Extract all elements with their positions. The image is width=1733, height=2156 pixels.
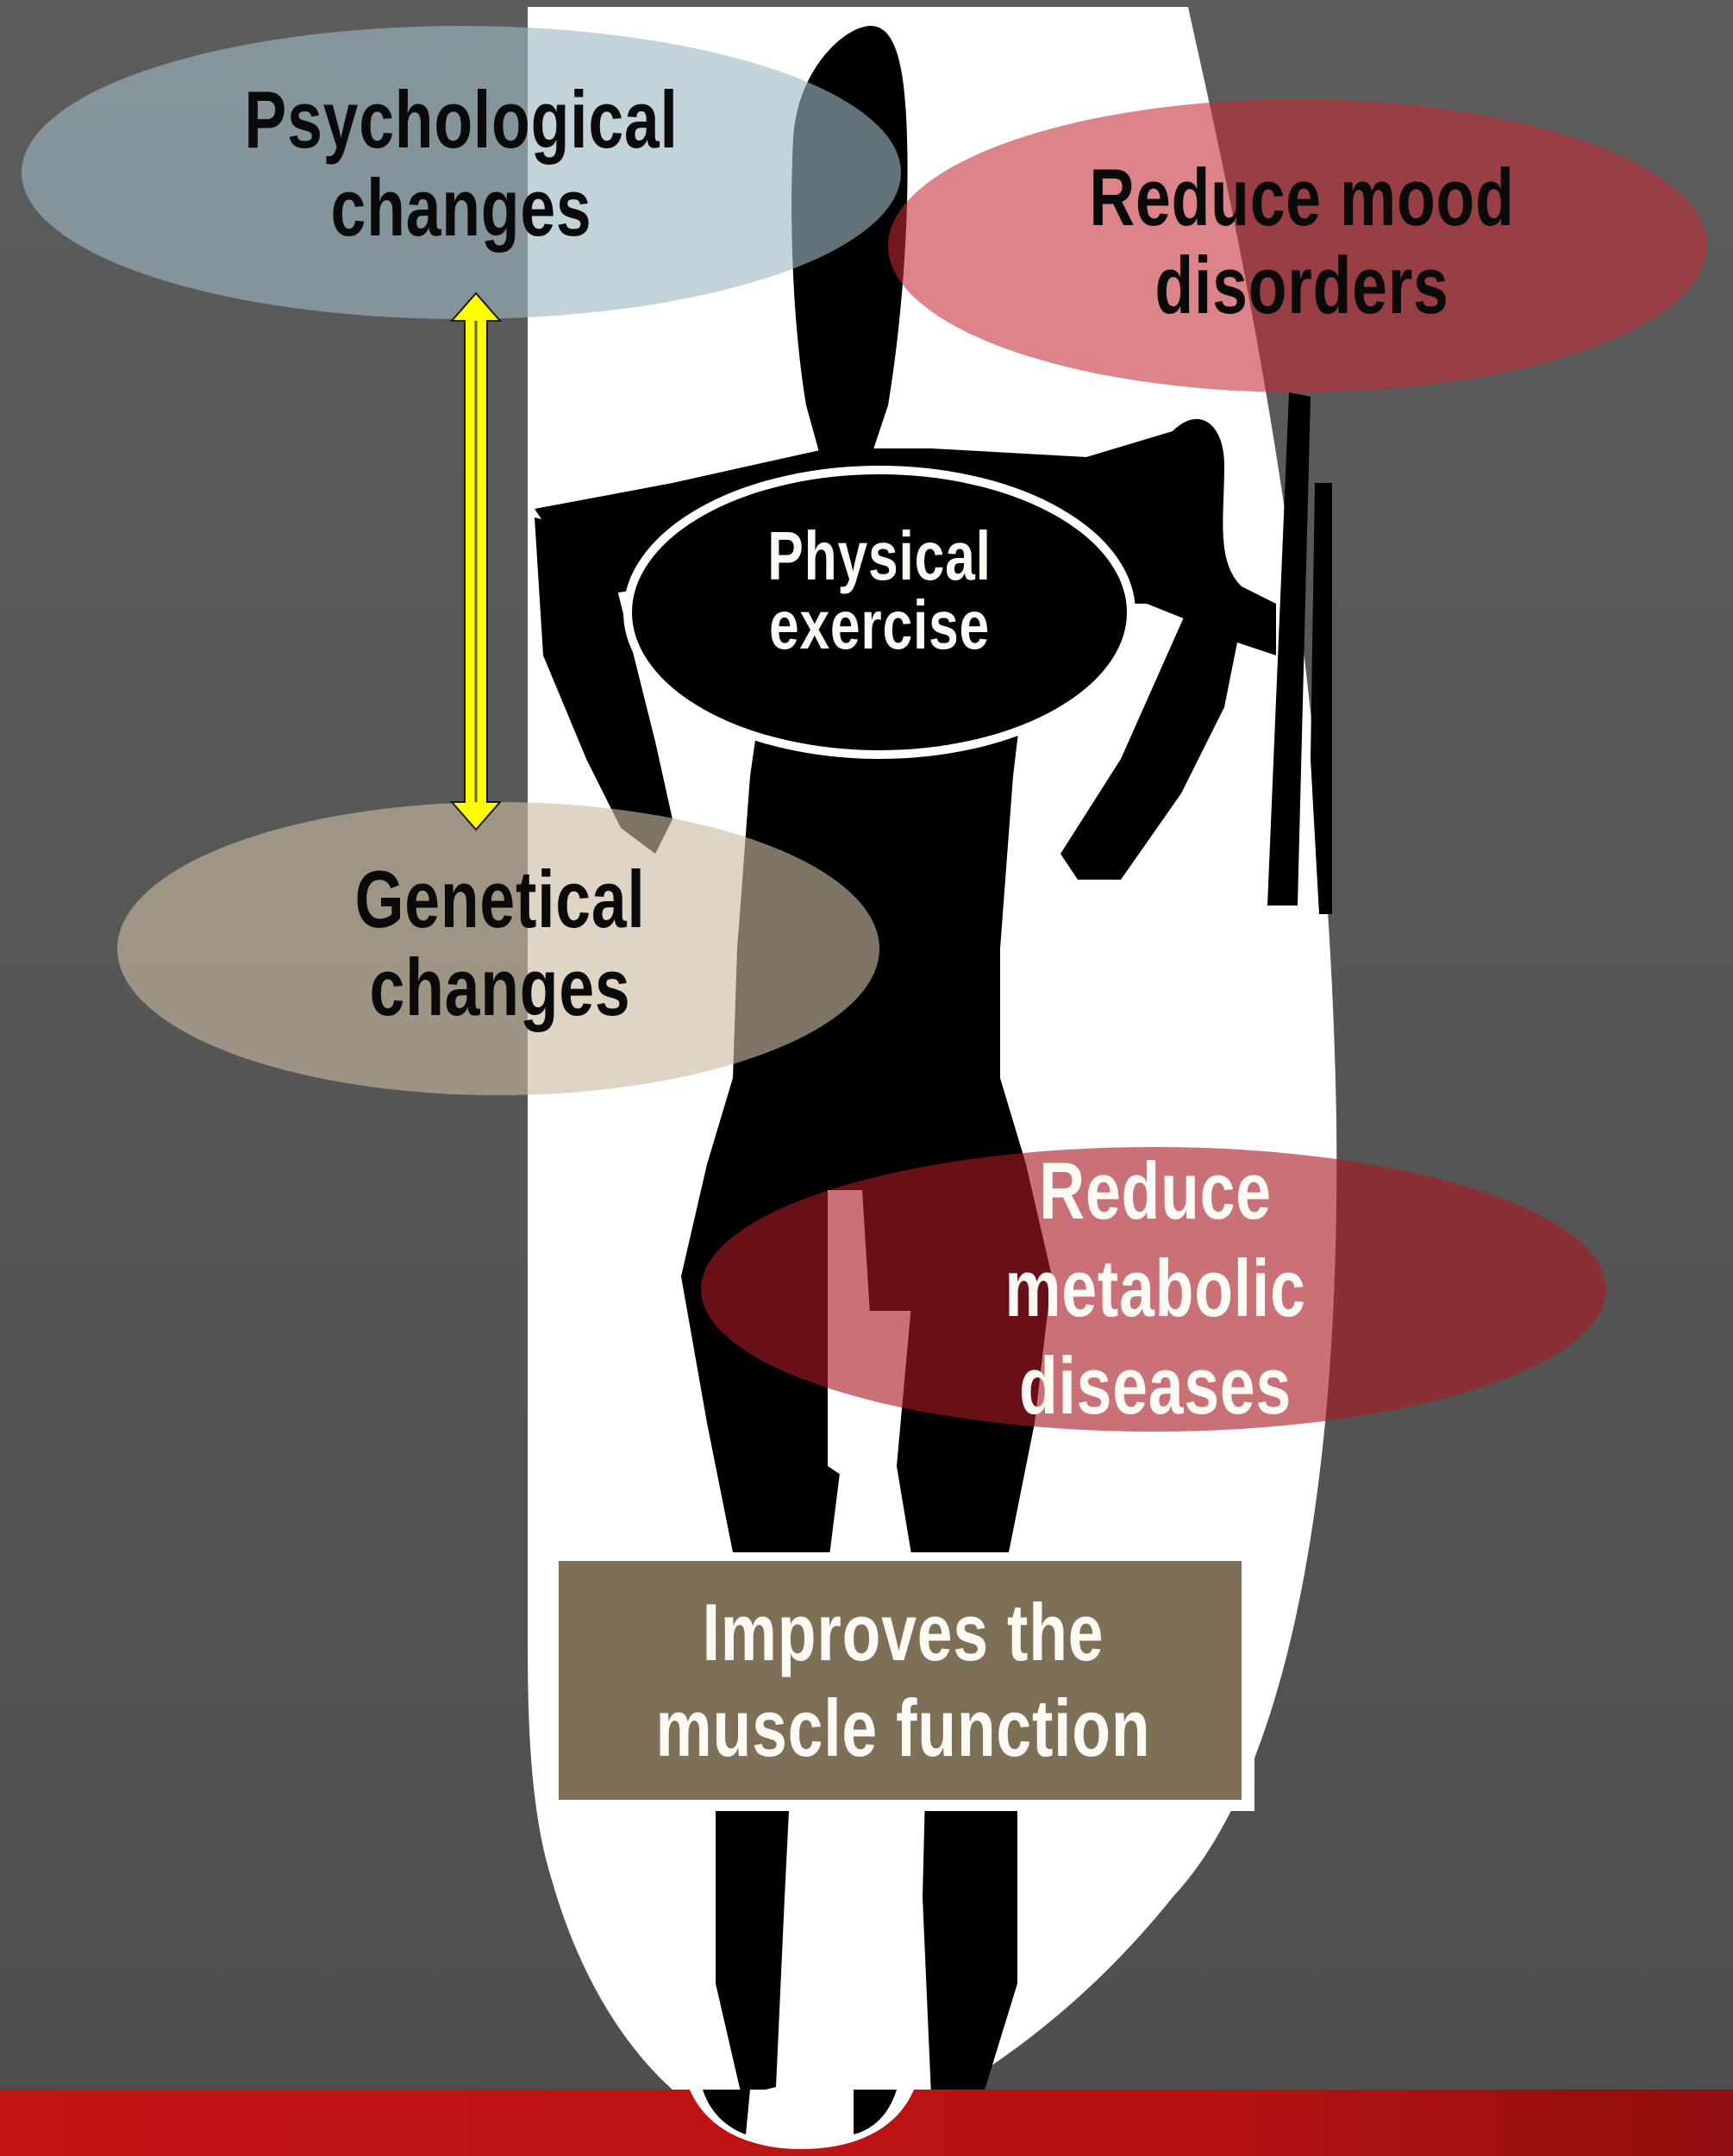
- bottom-red-bar: [0, 2090, 1733, 2156]
- label-line: metabolic: [1004, 1242, 1306, 1333]
- physical-exercise-label: Physical exercise: [711, 522, 1048, 660]
- double-arrow-icon: [449, 291, 503, 831]
- label-line: Reduce: [1039, 1145, 1272, 1236]
- genetical-changes-label: Genetical changes: [265, 856, 735, 1031]
- genetical-ellipse: [117, 802, 879, 1095]
- label-line: diseases: [1018, 1339, 1292, 1431]
- psychological-ellipse: [22, 26, 901, 319]
- improves-muscle-function-label: Improves the muscle function: [629, 1585, 1178, 1777]
- label-line: Genetical: [354, 854, 646, 944]
- label-line: exercise: [768, 586, 991, 663]
- psychological-changes-label: Psychological changes: [196, 76, 727, 251]
- metabolic-ellipse: [701, 1147, 1606, 1432]
- label-line: disorders: [1154, 239, 1449, 330]
- label-line: Reduce mood: [1089, 152, 1515, 242]
- reduce-metabolic-diseases-label: Reduce metabolic diseases: [947, 1143, 1364, 1434]
- label-line: changes: [369, 941, 631, 1032]
- label-line: changes: [330, 161, 592, 253]
- label-line: Improves the: [702, 1587, 1104, 1677]
- label-line: muscle function: [655, 1682, 1151, 1773]
- label-line: Psychological: [244, 74, 679, 165]
- physical-exercise-ellipse: [623, 466, 1136, 759]
- muscle-function-box: [559, 1561, 1242, 1800]
- label-line: Physical: [767, 517, 992, 594]
- reduce-mood-disorders-label: Reduce mood disorders: [1040, 154, 1564, 329]
- mood-ellipse: [888, 99, 1707, 392]
